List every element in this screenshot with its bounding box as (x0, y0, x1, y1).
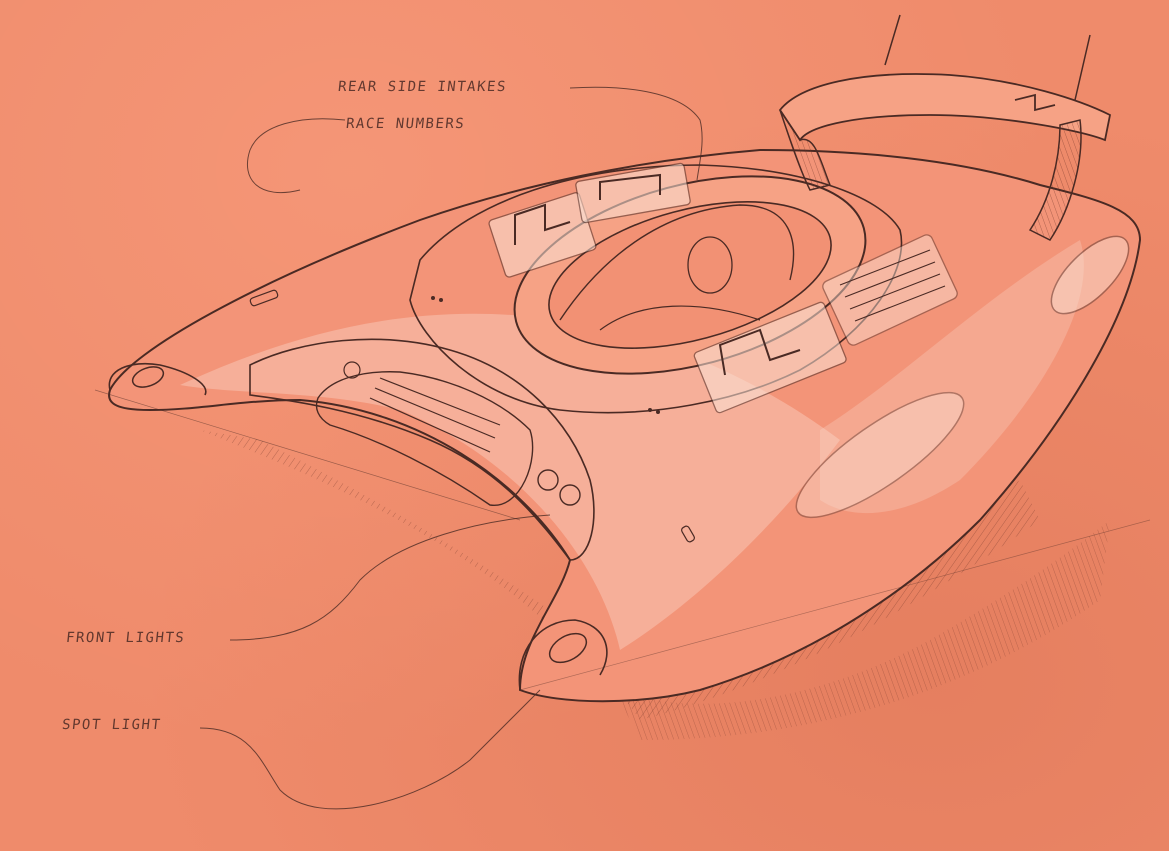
side-pod (795, 391, 965, 519)
race-number-right (693, 301, 847, 414)
stern-shadow (615, 520, 1110, 740)
rear-wing-strut-right (1028, 119, 1082, 241)
seat-headrest (687, 236, 733, 294)
label-front-lights: FRONT LIGHTS (65, 630, 186, 646)
leader-race-numbers (246, 118, 346, 194)
race-number-top (575, 162, 691, 224)
rear-wing-strut-left (779, 109, 832, 191)
antenna-left (884, 14, 901, 66)
label-spot-light: SPOT LIGHT (61, 717, 163, 733)
race-number-left (488, 192, 597, 278)
left-spot-light (131, 366, 165, 388)
rear-side-light (1050, 235, 1130, 315)
deck-highlight (180, 313, 840, 650)
front-light-2 (559, 484, 581, 506)
leader-rear-intakes (569, 86, 703, 181)
right-bow-tip (518, 619, 608, 691)
side-intake-vents (822, 234, 958, 346)
hull-outline (108, 148, 1142, 703)
right-spot-light (548, 632, 588, 664)
label-race-numbers: RACE NUMBERS (345, 116, 466, 132)
leader-front-lights (229, 514, 551, 641)
antenna-right (1074, 34, 1091, 101)
front-intake-panel (315, 371, 534, 506)
deck-highlight-right (820, 240, 1084, 514)
leader-spot-light (199, 689, 541, 810)
front-light-1 (537, 469, 559, 491)
front-bridge (249, 338, 595, 561)
left-bow-tip (108, 363, 207, 396)
rear-wing (778, 73, 1112, 142)
canopy-frame (559, 204, 795, 321)
deck-panel (409, 164, 903, 414)
label-rear-intakes: REAR SIDE INTAKES (337, 79, 508, 95)
